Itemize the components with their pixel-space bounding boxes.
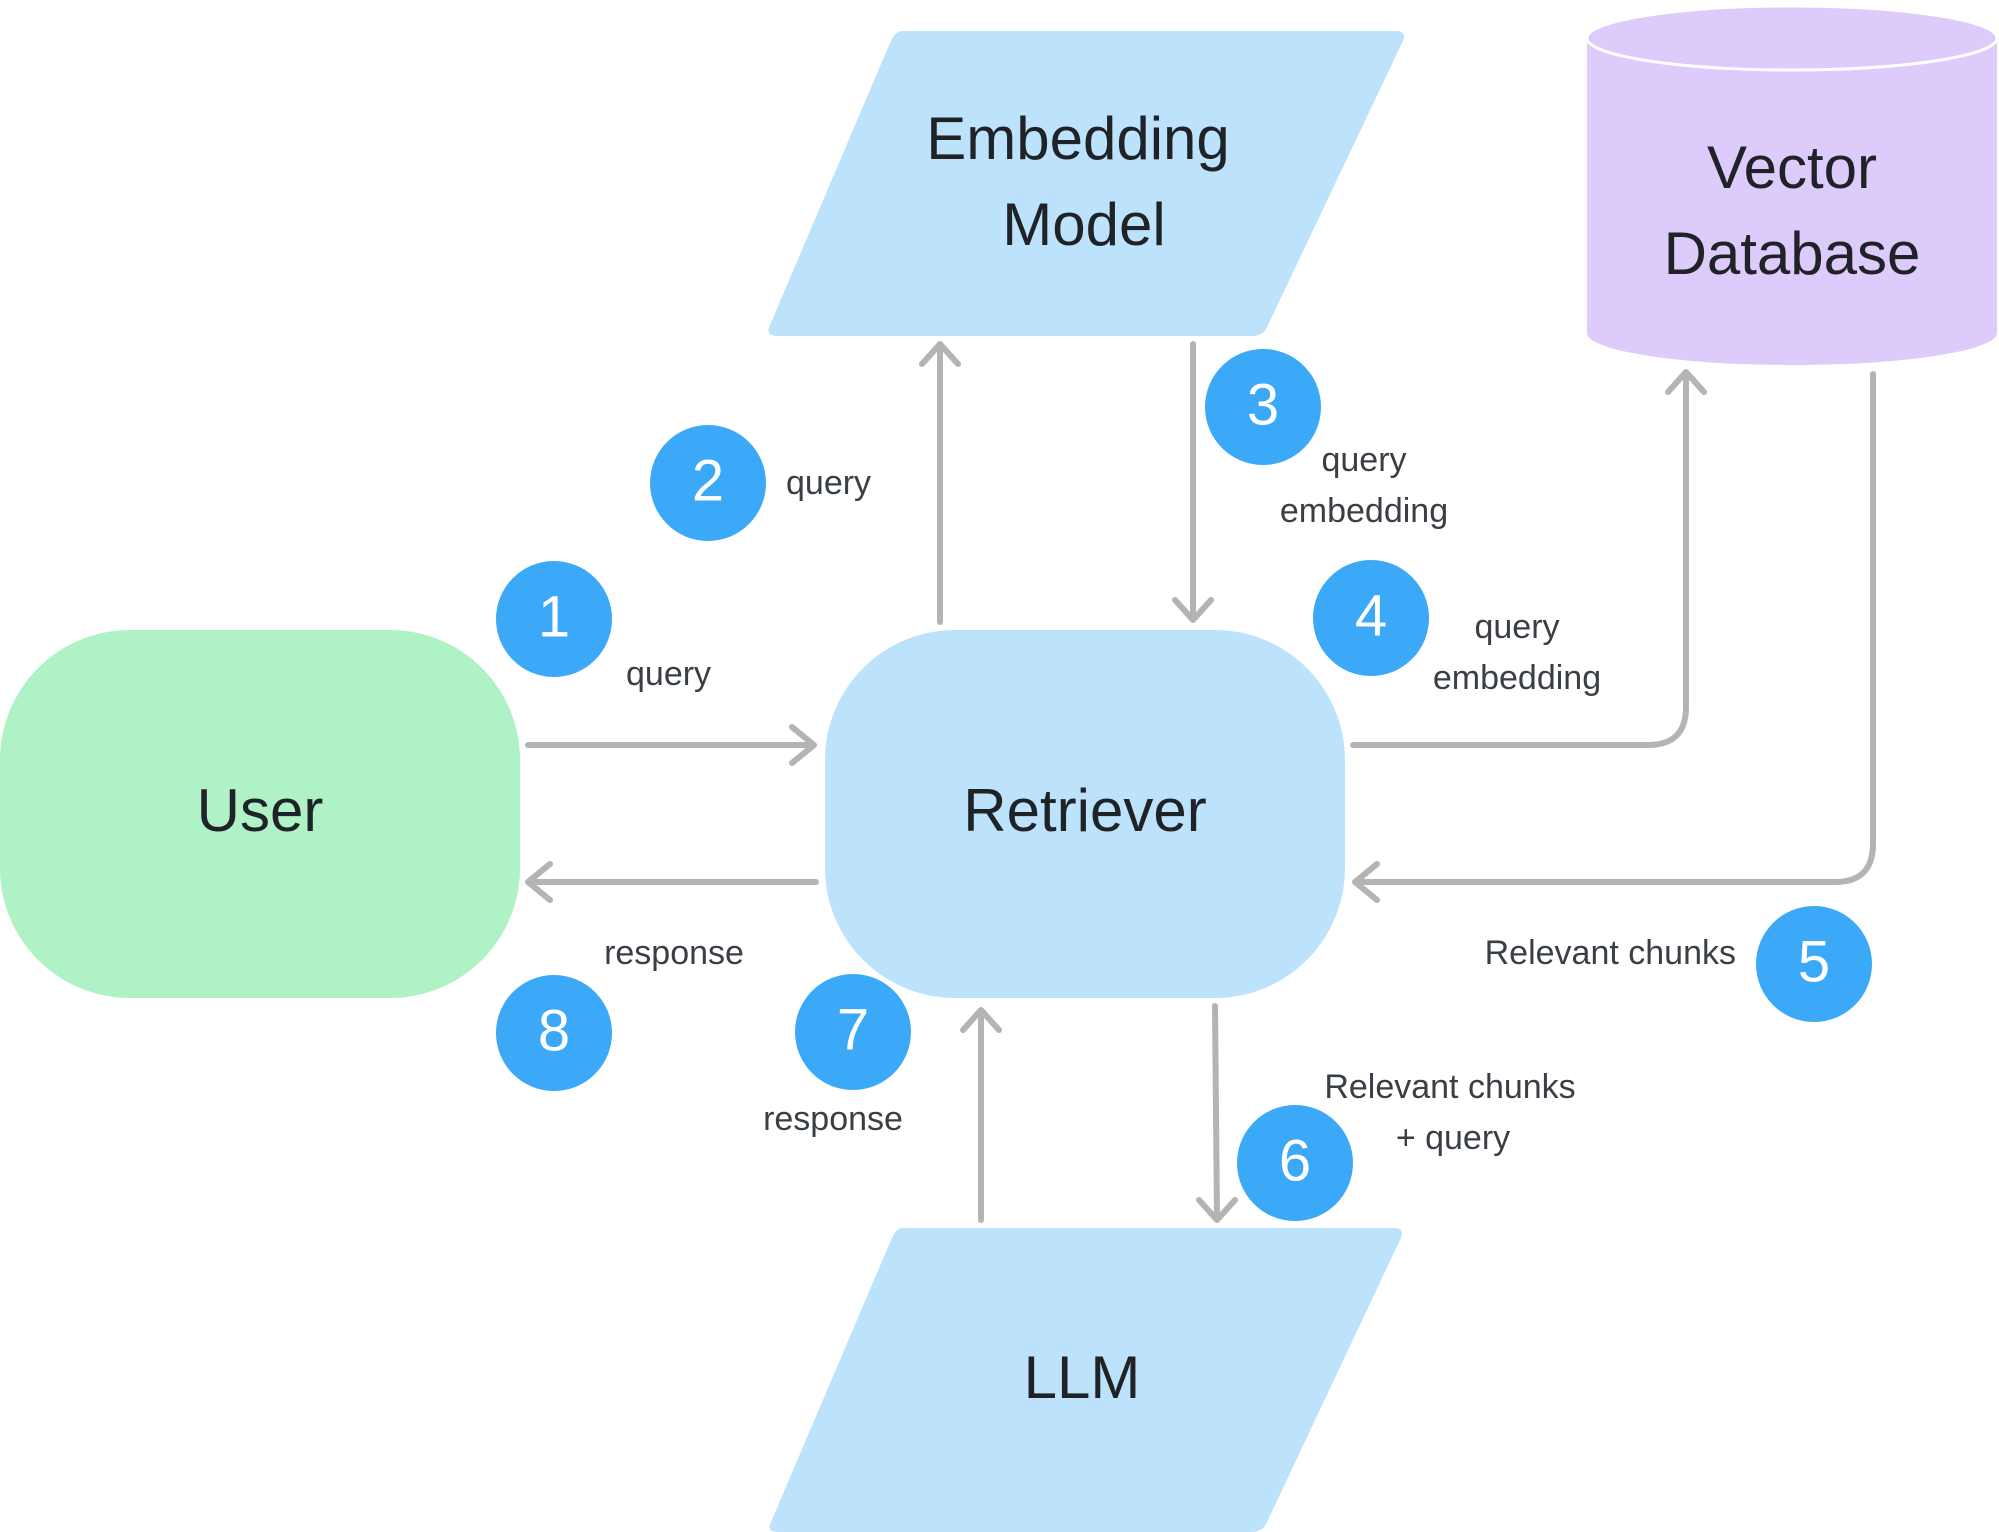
- step-2-marker: 2: [650, 425, 766, 541]
- step-7-label: response: [763, 1100, 903, 1138]
- arrow-llm-to-retriever: [960, 1007, 1002, 1223]
- step-2-label: query: [786, 464, 871, 502]
- step-8-marker: 8: [496, 975, 612, 1091]
- arrow-retriever-to-user: [525, 861, 819, 903]
- arrow-embedding-model-to-retriever: [1172, 341, 1214, 623]
- retriever-node: Retriever: [825, 630, 1345, 998]
- arrow-retriever-to-llm: [1196, 1003, 1238, 1223]
- step-4-label-line2: embedding: [1433, 659, 1601, 697]
- step-3-label-line1: query: [1321, 441, 1406, 479]
- step-1-marker: 1: [496, 561, 612, 677]
- arrow-user-to-retriever: [525, 724, 817, 766]
- step-5-label: Relevant chunks: [1485, 934, 1736, 972]
- step-5-marker: 5: [1756, 906, 1872, 1022]
- step-3-label-line2: embedding: [1280, 492, 1448, 530]
- step-4-label-line1: query: [1474, 608, 1559, 646]
- step-7-marker: 7: [795, 974, 911, 1090]
- arrow-vector-database-to-retriever: [1352, 371, 1876, 903]
- step-1-number: 1: [538, 584, 570, 649]
- arrow-retriever-to-embedding-model: [919, 341, 961, 625]
- step-8-number: 8: [538, 998, 570, 1063]
- arrow-retriever-to-vector-database: [1350, 369, 1707, 748]
- step-6-label-line1: Relevant chunks: [1324, 1068, 1575, 1106]
- user-node: User: [0, 630, 520, 998]
- vector-database-label-line2: Database: [1664, 220, 1921, 287]
- step-6-marker: 6: [1237, 1105, 1353, 1221]
- step-1-label: query: [626, 655, 711, 693]
- vector-database-label-line1: Vector: [1707, 134, 1877, 201]
- step-3-marker: 3: [1205, 349, 1321, 465]
- user-node-label: User: [197, 777, 324, 844]
- step-3-number: 3: [1247, 372, 1279, 437]
- step-5-number: 5: [1798, 929, 1830, 994]
- llm-node: LLM: [769, 1228, 1402, 1532]
- llm-node-label: LLM: [1024, 1344, 1141, 1411]
- embedding-model-node: Embedding Model: [768, 31, 1404, 336]
- embedding-model-label-line1: Embedding: [926, 105, 1230, 172]
- step-6-number: 6: [1279, 1128, 1311, 1193]
- step-6-label-line2: + query: [1396, 1119, 1510, 1157]
- retriever-node-label: Retriever: [963, 777, 1206, 844]
- step-2-number: 2: [692, 448, 724, 513]
- embedding-model-label-line2: Model: [1002, 191, 1165, 258]
- vector-database-node: Vector Database: [1585, 4, 1999, 365]
- step-7-number: 7: [837, 997, 869, 1062]
- step-4-marker: 4: [1313, 560, 1429, 676]
- step-8-label: response: [604, 934, 744, 972]
- step-4-number: 4: [1355, 583, 1387, 648]
